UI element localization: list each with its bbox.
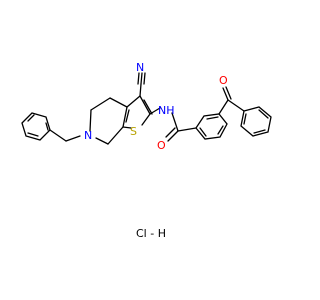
amide-nh-label: NH bbox=[158, 104, 175, 117]
amide-n-bond bbox=[149, 107, 161, 115]
ketone-oxygen-label: O bbox=[219, 74, 228, 87]
thiophene-bond bbox=[126, 95, 141, 108]
nitrile-nitrogen-label: N bbox=[136, 61, 144, 74]
molecule-diagram: N S N NH O O Cl - H bbox=[21, 61, 272, 240]
salt-label: Cl - H bbox=[136, 227, 166, 240]
nitrile-bond bbox=[139, 83, 142, 97]
piperidine-bond bbox=[89, 109, 92, 132]
central-benzene-ring bbox=[195, 113, 228, 140]
benzyl-ch2-bond bbox=[49, 129, 67, 142]
nitrogen-ring-label: N bbox=[84, 129, 92, 142]
ketone-bond bbox=[218, 99, 229, 115]
amide-oxygen-label: O bbox=[157, 139, 166, 152]
bonds bbox=[21, 72, 272, 145]
phenyl-ring bbox=[240, 106, 272, 137]
atom-labels: N S N NH O O bbox=[84, 61, 228, 152]
sulfur-label: S bbox=[130, 125, 137, 138]
